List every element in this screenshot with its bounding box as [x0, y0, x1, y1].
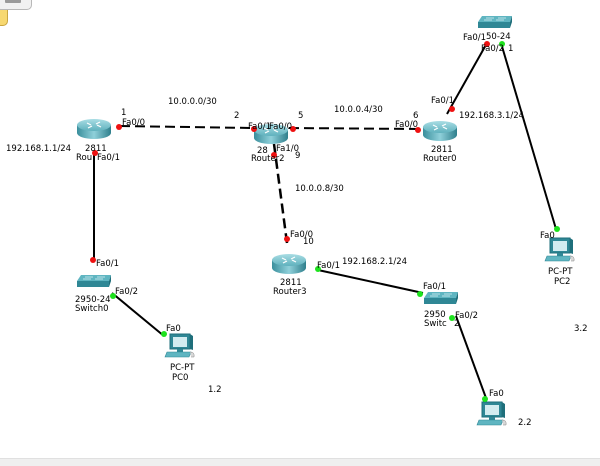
- link-down-light: [290, 126, 296, 132]
- pc2[interactable]: [544, 237, 575, 262]
- pc-ip-label: 3.2: [574, 324, 588, 334]
- pc2-model: PC-PT: [548, 267, 573, 277]
- link-down-light: [449, 106, 455, 112]
- port-label: Fa1/0: [276, 144, 299, 154]
- port-label: Fa0/2: [455, 311, 478, 321]
- link-down-light: [484, 41, 490, 47]
- link-up-light: [110, 293, 116, 299]
- cables: [93, 42, 557, 399]
- network-label: 10.0.0.8/30: [295, 184, 344, 194]
- pc-ip-label: 1.2: [208, 385, 222, 395]
- router0[interactable]: [422, 120, 458, 142]
- pc-ip-label: 2.2: [518, 418, 532, 428]
- sticky-note[interactable]: [0, 0, 8, 26]
- link-up-light: [315, 266, 321, 272]
- link-down-light: [251, 126, 257, 132]
- port-label: Fa0/1: [96, 259, 119, 269]
- router3-model: 2811: [280, 278, 302, 288]
- pc0-model: PC-PT: [170, 363, 195, 373]
- port-label: Fa0/2: [481, 44, 504, 54]
- pc0[interactable]: [164, 333, 195, 358]
- link-lights: [90, 41, 560, 402]
- cable-router2-router0[interactable]: [288, 127, 420, 130]
- switch1[interactable]: [477, 15, 513, 29]
- switch1-model: 50-24: [486, 32, 511, 42]
- lan-label: 192.168.2.1/24: [342, 257, 407, 267]
- cable-switch2-pc1[interactable]: [455, 315, 487, 399]
- port-label: Fa0: [489, 389, 504, 399]
- port-labels: Fa0/0 Fa0/1 Fa0/1 Fa0/0 Fa1/0 Fa0/0 Fa0/…: [96, 33, 555, 399]
- lan-label: 192.168.1.1/24: [6, 144, 71, 154]
- router3-name: Router3: [273, 287, 307, 297]
- port-label: Fa0/2: [115, 287, 138, 297]
- ip-host-label: 6: [413, 111, 418, 121]
- device-labels: 2811 Rou 28 Router2 2811 Router0 2811 Ro…: [75, 32, 573, 383]
- port-label: Fa0: [540, 231, 555, 241]
- cable-switch1-pc2[interactable]: [500, 42, 557, 230]
- ip-host-label: 1: [121, 108, 126, 118]
- cable-router0-switch1[interactable]: [446, 42, 488, 115]
- port-label: Fa0/0: [269, 122, 292, 132]
- switch2-name: Switc: [424, 319, 447, 329]
- pc1[interactable]: [476, 401, 507, 426]
- ip-host-label: 10: [303, 237, 314, 247]
- network-label: 10.0.0.4/30: [334, 105, 383, 115]
- link-up-light: [554, 226, 560, 232]
- link-down-light: [271, 152, 277, 158]
- port-label: Fa0: [166, 324, 181, 334]
- link-down-light: [415, 127, 421, 133]
- router1-name: Rou: [76, 153, 92, 163]
- port-label: Fa0/0: [122, 118, 145, 128]
- link-down-light: [116, 124, 122, 130]
- link-down-light: [284, 236, 290, 242]
- toolbar-tab[interactable]: [0, 0, 32, 10]
- link-down-light: [92, 150, 98, 156]
- pc2-name: PC2: [554, 277, 570, 287]
- switch0-name: Switch0: [75, 304, 109, 314]
- router0-model: 2811: [431, 145, 453, 155]
- switch2[interactable]: [423, 291, 459, 305]
- ip-host-label: 5: [298, 111, 303, 121]
- ip-host-label: 2: [234, 111, 239, 121]
- link-down-light: [90, 257, 96, 263]
- cable-router2-router3[interactable]: [272, 143, 289, 244]
- router2-model: 28: [257, 146, 268, 156]
- network-label: 10.0.0.0/30: [168, 97, 217, 107]
- switch2-model: 2950: [424, 310, 446, 320]
- router1[interactable]: [76, 118, 112, 140]
- router0-name: Router0: [423, 154, 457, 164]
- link-up-light: [449, 315, 455, 321]
- tab-handle: [5, 0, 21, 3]
- link-up-light: [482, 396, 488, 402]
- router2-name: Router2: [251, 154, 285, 164]
- ip-host-label: 1: [508, 44, 513, 54]
- switch2-name-tail: 2: [454, 319, 459, 329]
- switch0[interactable]: [76, 274, 112, 288]
- link-up-light: [161, 331, 167, 337]
- router3[interactable]: [271, 253, 307, 275]
- link-up-light: [417, 291, 423, 297]
- port-label: Fa0/1: [463, 33, 486, 43]
- port-label: Fa0/1: [248, 122, 271, 132]
- port-label: Fa0/1: [317, 261, 340, 271]
- switch0-model: 2950-24: [75, 295, 111, 305]
- port-label: Fa0/1: [431, 96, 454, 106]
- status-bar: [0, 458, 600, 466]
- port-label: Fa0/0: [395, 120, 418, 130]
- cable-router3-switch2[interactable]: [317, 269, 424, 294]
- port-label: Fa0/1: [97, 153, 120, 163]
- cable-switch0-pc0[interactable]: [111, 292, 165, 337]
- cable-router1-router2[interactable]: [119, 125, 254, 129]
- link-up-light: [499, 41, 505, 47]
- pc0-name: PC0: [172, 373, 188, 383]
- port-label: Fa0/0: [290, 230, 313, 240]
- ip-host-label: 9: [295, 151, 300, 161]
- lan-label: 192.168.3.1/24: [459, 111, 524, 121]
- router1-model: 2811: [85, 144, 107, 154]
- annotations: 10.0.0.0/30 10.0.0.4/30 10.0.0.8/30 192.…: [6, 44, 588, 428]
- port-label: Fa0/1: [423, 282, 446, 292]
